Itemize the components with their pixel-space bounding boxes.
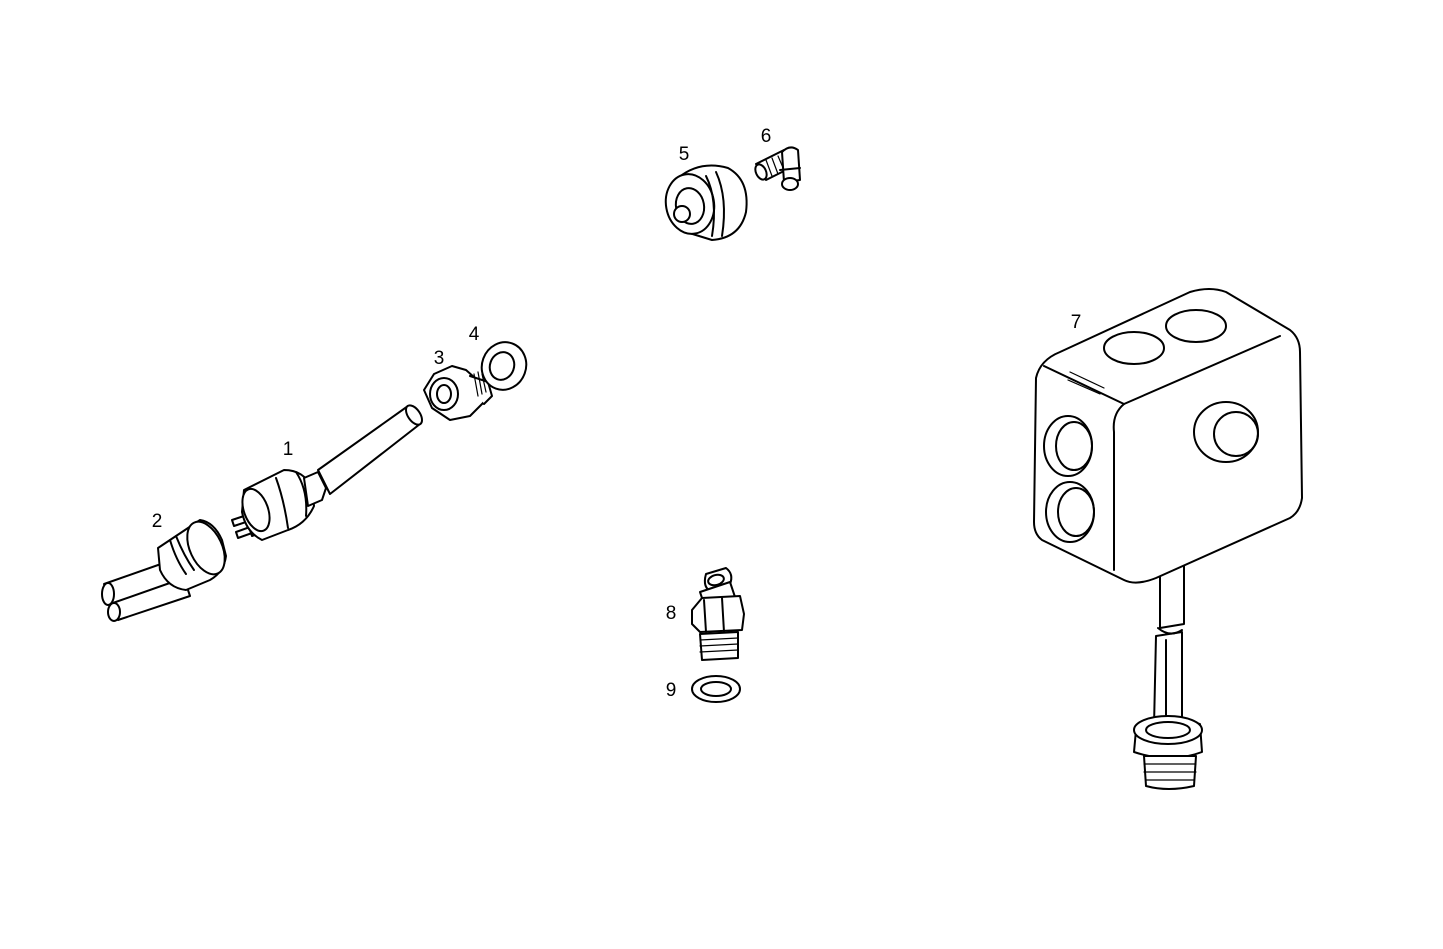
- part-2-cable-connector: [101, 519, 227, 622]
- callout-1: 1: [283, 439, 294, 460]
- part-3-nut: [423, 365, 493, 421]
- part-7-junction-box: [1033, 288, 1303, 790]
- callout-8: 8: [666, 603, 677, 624]
- part-8-switch: [691, 567, 745, 661]
- callout-2: 2: [152, 511, 163, 532]
- callout-4: 4: [469, 324, 480, 345]
- part-9-sealing-ring: [691, 675, 741, 703]
- callout-6: 6: [761, 126, 772, 147]
- callout-9: 9: [666, 680, 677, 701]
- part-4-washer: [480, 341, 528, 391]
- part-1-sensor: [231, 404, 423, 541]
- callout-3: 3: [434, 348, 445, 369]
- callout-7: 7: [1071, 312, 1082, 333]
- part-5-cap: [664, 164, 748, 241]
- callout-5: 5: [679, 144, 690, 165]
- part-6-elbow-fitting: [754, 146, 801, 191]
